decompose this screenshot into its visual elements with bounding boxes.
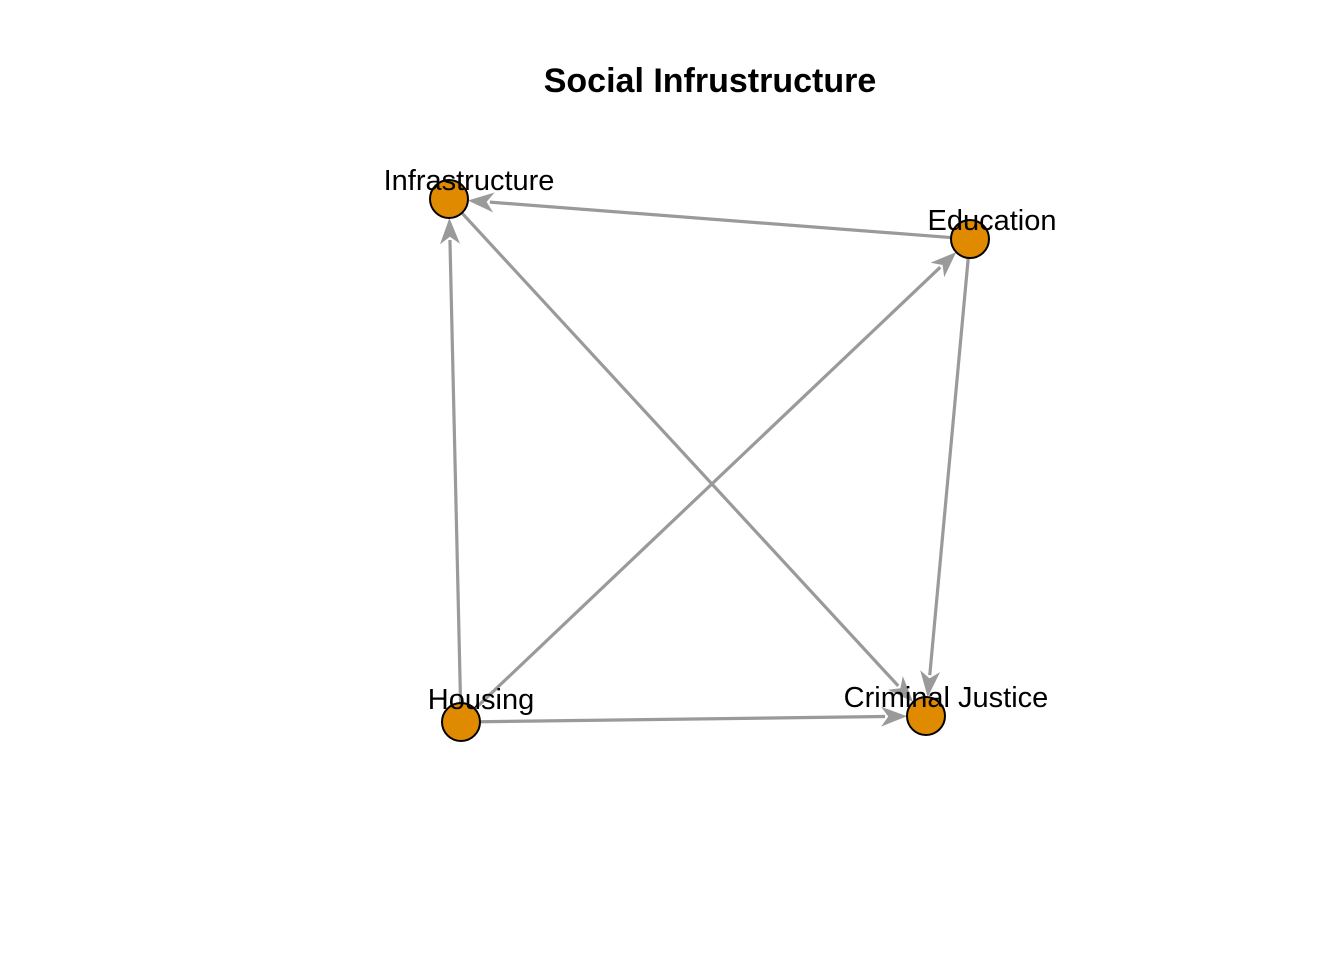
edge-line	[473, 266, 942, 711]
arrowhead	[920, 670, 941, 698]
edge-housing-to-education	[473, 252, 957, 711]
arrowhead	[440, 218, 460, 245]
edge-line	[448, 239, 463, 704]
node-housing	[441, 702, 481, 742]
node-label-education: Education	[928, 205, 1057, 237]
edge-education-to-infrastructure	[467, 192, 952, 240]
arrowhead	[930, 252, 957, 278]
arrowhead	[888, 676, 914, 702]
node-label-infrastructure: Infrastructure	[384, 165, 555, 197]
node-education	[950, 219, 990, 259]
nodes-layer	[429, 179, 990, 742]
edge-line	[928, 257, 970, 676]
edges-layer	[440, 192, 970, 727]
node-infrastructure	[429, 179, 469, 219]
edge-line	[460, 211, 900, 687]
node-label-criminal-justice: Criminal Justice	[844, 682, 1049, 714]
arrowhead	[467, 192, 495, 213]
edge-education-to-criminal_justice	[920, 257, 970, 698]
edge-line	[479, 714, 886, 724]
node-label-housing: Housing	[428, 684, 534, 716]
edge-line	[489, 200, 952, 240]
edge-housing-to-criminal_justice	[479, 706, 907, 727]
node-criminal-justice	[906, 696, 946, 736]
edge-infrastructure-to-criminal_justice	[460, 211, 914, 702]
edge-housing-to-infrastructure	[440, 218, 463, 704]
diagram-title: Social Infrustructure	[544, 62, 877, 100]
arrowhead	[880, 706, 907, 727]
